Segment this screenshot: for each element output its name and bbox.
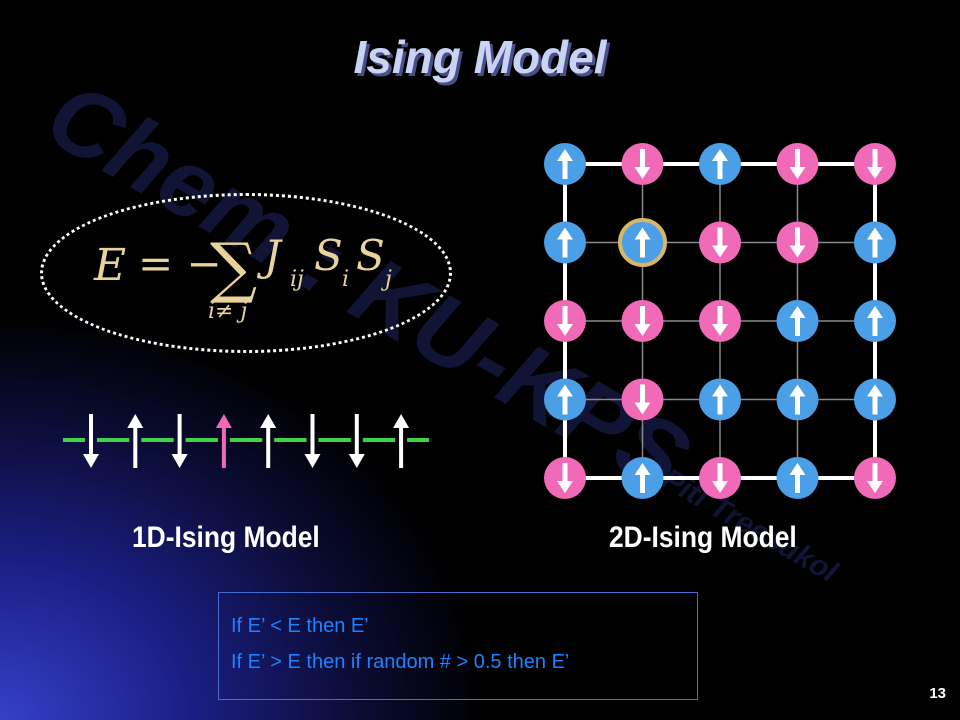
lattice-spin-1-1-up-arrow-icon: [618, 218, 667, 267]
arrow-head: [634, 324, 651, 336]
lattice-spin-0-2-up-arrow-icon: [699, 143, 741, 185]
page-number: 13: [929, 685, 946, 702]
lattice-spin-1-2-down-arrow-icon: [699, 221, 741, 264]
rule-line-1: If E’ < E then E’: [231, 615, 369, 637]
lattice-spin-3-3-up-arrow-icon: [776, 378, 819, 421]
arrow-head: [712, 245, 728, 258]
arrow-head: [634, 402, 651, 415]
arrow-head: [304, 454, 321, 468]
lattice-spin-3-0-up-arrow-icon: [544, 378, 586, 421]
arrow-head: [557, 384, 573, 397]
arrow-head: [789, 167, 806, 179]
equation-ellipse: [40, 193, 452, 353]
spin-S-i-subscript: i: [342, 267, 349, 292]
lattice-spin-0-4-down-arrow-icon: [854, 143, 896, 185]
chain-spin-7-up-arrow-icon: [393, 414, 410, 468]
spin-highlight-ring: [618, 218, 667, 267]
arrow-head: [215, 414, 232, 428]
lattice-spin-3-1-down-arrow-icon: [621, 378, 664, 421]
arrow-head: [789, 463, 806, 475]
lattice-spin-1-4-up-arrow-icon: [854, 221, 896, 264]
lattice-spin-4-0-down-arrow-icon: [544, 457, 586, 499]
chain-spin-5-down-arrow-icon: [304, 414, 321, 468]
spin-S-j: S: [356, 231, 385, 280]
chain-spin-4-up-arrow-icon: [260, 414, 277, 468]
lattice-spin-4-2-down-arrow-icon: [699, 457, 741, 499]
lattice-2d: [544, 143, 896, 499]
lattice-spin-3-4-up-arrow-icon: [854, 378, 896, 421]
coupling-J: J: [256, 231, 283, 280]
arrow-head: [260, 414, 277, 428]
lattice-spin-4-3-up-arrow-icon: [776, 457, 819, 499]
arrow-head: [171, 454, 188, 468]
arrow-head: [557, 324, 573, 336]
chain-spin-3-up-arrow-icon: [215, 414, 232, 468]
lattice-spin-2-1-down-arrow-icon: [621, 300, 664, 342]
summation-subscript: i≠ j: [208, 299, 247, 324]
arrow-head: [557, 481, 573, 493]
arrow-head: [867, 167, 883, 179]
arrow-head: [789, 384, 806, 397]
spin-S-i: S: [314, 231, 343, 280]
chain-1d: [63, 414, 430, 468]
lattice-spin-1-0-up-arrow-icon: [544, 221, 586, 264]
lattice-spin-0-1-down-arrow-icon: [621, 143, 664, 185]
arrow-head: [634, 227, 651, 240]
arrow-head: [634, 463, 651, 475]
arrow-head: [712, 481, 728, 493]
label-2d-ising: 2D-Ising Model: [609, 521, 797, 554]
arrow-head: [127, 414, 144, 428]
arrow-head: [348, 454, 365, 468]
equation-operator: = −: [138, 239, 222, 288]
lattice-spin-4-1-up-arrow-icon: [621, 457, 664, 499]
arrow-head: [393, 414, 410, 428]
arrow-head: [557, 227, 573, 240]
chain-spin-2-down-arrow-icon: [171, 414, 188, 468]
lattice-spin-2-2-down-arrow-icon: [699, 300, 741, 342]
rule-line-2: If E’ > E then if random # > 0.5 then E’: [231, 651, 570, 673]
equation-lhs: E: [93, 240, 126, 291]
lattice-spin-2-3-up-arrow-icon: [776, 300, 819, 342]
arrow-head: [867, 227, 883, 240]
lattice-spin-1-3-down-arrow-icon: [776, 221, 819, 264]
arrow-head: [867, 384, 883, 397]
energy-equation: E = − ∑ i≠ j J ij S i S j: [93, 229, 392, 324]
label-1d-ising: 1D-Ising Model: [132, 521, 320, 554]
slide-title: Ising Model: [353, 31, 607, 83]
arrow-head: [712, 384, 728, 397]
chain-spin-1-up-arrow-icon: [127, 414, 144, 468]
lattice-spin-3-2-up-arrow-icon: [699, 378, 741, 421]
summation-symbol: ∑: [210, 229, 257, 306]
arrow-head: [83, 454, 99, 468]
lattice-spin-0-0-up-arrow-icon: [544, 143, 586, 185]
rule-box: If E’ < E then E’ If E’ > E then if rand…: [218, 592, 698, 700]
arrow-head: [712, 149, 728, 161]
arrow-head: [789, 306, 806, 318]
chain-spin-0-down-arrow-icon: [83, 414, 99, 468]
arrow-head: [634, 167, 651, 179]
arrow-head: [867, 481, 883, 493]
lattice-spin-2-4-up-arrow-icon: [854, 300, 896, 342]
arrow-head: [789, 245, 806, 258]
lattice-spin-2-0-down-arrow-icon: [544, 300, 586, 342]
coupling-subscript: ij: [290, 267, 304, 292]
lattice-spin-0-3-down-arrow-icon: [776, 143, 819, 185]
arrow-head: [867, 306, 883, 318]
lattice-spin-4-4-down-arrow-icon: [854, 457, 896, 499]
chain-spin-6-down-arrow-icon: [348, 414, 365, 468]
arrow-head: [712, 324, 728, 336]
arrow-head: [557, 149, 573, 161]
